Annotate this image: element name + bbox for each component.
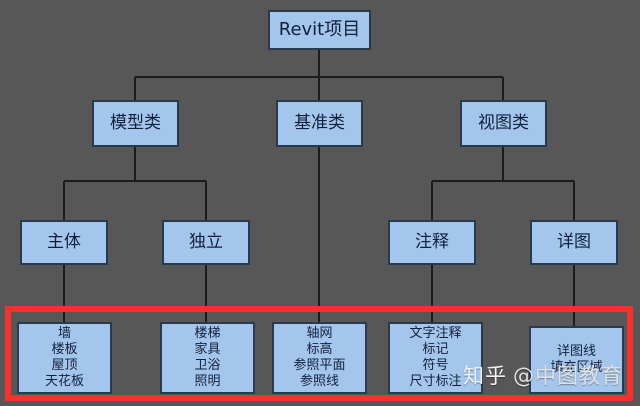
leaf-line: 卫浴 <box>194 358 221 373</box>
leaf-detail-elements[interactable]: 详图线 填充区域 <box>529 326 624 394</box>
leaf-host-elements[interactable]: 墙 楼板 屋顶 天花板 <box>17 322 112 394</box>
leaf-line: 符号 <box>422 358 449 373</box>
leaf-line: 尺寸标注 <box>409 373 462 389</box>
node-host-label: 主体 <box>47 232 81 253</box>
leaf-line: 天花板 <box>44 373 84 389</box>
leaf-line: 楼梯 <box>194 326 221 342</box>
node-detail-label: 详图 <box>557 232 591 253</box>
node-view-category[interactable]: 视图类 <box>460 100 547 147</box>
leaf-datum-elements[interactable]: 轴网 标高 参照平面 参照线 <box>272 322 367 394</box>
leaf-line: 家具 <box>194 342 221 358</box>
node-host[interactable]: 主体 <box>20 220 108 265</box>
node-datum-category-label: 基准类 <box>294 113 345 134</box>
node-datum-category[interactable]: 基准类 <box>276 100 363 147</box>
node-root[interactable]: Revit项目 <box>268 10 371 50</box>
node-standalone-label: 独立 <box>189 232 223 253</box>
leaf-line: 轴网 <box>306 326 333 342</box>
leaf-standalone-elements[interactable]: 楼梯 家具 卫浴 照明 <box>160 322 255 394</box>
leaf-line: 标高 <box>306 342 333 358</box>
node-annotation[interactable]: 注释 <box>388 220 476 265</box>
watermark-handle: @中图教育 <box>513 364 623 388</box>
leaf-line: 标记 <box>422 342 449 358</box>
leaf-annotation-elements[interactable]: 文字注释 标记 符号 尺寸标注 <box>388 322 483 394</box>
leaf-line: 填充区域 <box>550 360 603 375</box>
leaf-line: 墙 <box>57 326 71 342</box>
leaf-line: 详图线 <box>556 344 596 360</box>
node-standalone[interactable]: 独立 <box>162 220 250 265</box>
node-view-category-label: 视图类 <box>478 113 529 134</box>
node-model-category[interactable]: 模型类 <box>92 100 179 147</box>
leaf-line: 参照平面 <box>293 358 346 373</box>
node-root-label: Revit项目 <box>278 19 361 41</box>
leaf-line: 文字注释 <box>409 326 462 342</box>
watermark-site: 知乎 <box>463 364 507 388</box>
leaf-line: 屋顶 <box>51 358 78 373</box>
node-model-category-label: 模型类 <box>110 113 161 134</box>
leaf-line: 照明 <box>194 373 221 389</box>
watermark: 知乎@中图教育 <box>463 360 623 390</box>
node-detail[interactable]: 详图 <box>530 220 618 265</box>
leaf-line: 参照线 <box>299 373 339 389</box>
node-annotation-label: 注释 <box>415 232 449 253</box>
leaf-line: 楼板 <box>51 342 78 358</box>
